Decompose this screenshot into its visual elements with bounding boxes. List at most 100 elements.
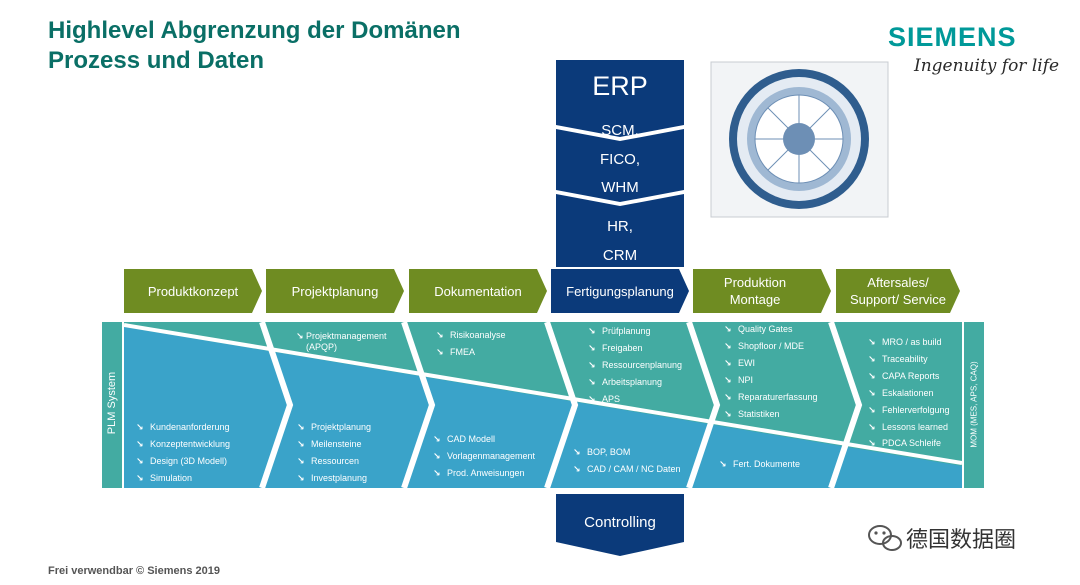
watermark-text: 德国数据圈 bbox=[906, 527, 1017, 552]
erp-controlling-label: Controlling bbox=[584, 514, 656, 531]
plm-side-bar bbox=[102, 322, 122, 488]
phase-arrow-3 bbox=[409, 269, 547, 313]
column-2-top-list: ↘Projektmanagement (APQP) bbox=[296, 331, 387, 353]
list-item: ↘Prod. Anweisungen bbox=[433, 465, 535, 482]
arrow-icon: ↘ bbox=[573, 463, 581, 474]
arrow-icon: ↘ bbox=[719, 459, 727, 469]
plm-data-region bbox=[124, 327, 962, 488]
list-item: ↘EWI bbox=[724, 355, 818, 372]
list-item: ↘BOP, BOM bbox=[573, 444, 681, 461]
phase-arrows bbox=[124, 269, 960, 313]
phase-label-produktkonzept: Produktkonzept bbox=[147, 283, 239, 299]
list-item: ↘Design (3D Modell) bbox=[136, 453, 230, 470]
column-3-top-list: ↘Risikoanalyse ↘FMEA bbox=[436, 327, 506, 361]
column-1-bottom-list: ↘Kundenanforderung ↘Konzeptentwicklung ↘… bbox=[136, 419, 230, 487]
arrow-icon: ↘ bbox=[573, 447, 581, 457]
arrow-icon: ↘ bbox=[433, 450, 441, 461]
arrow-icon: ↘ bbox=[136, 438, 144, 449]
architecture-wheel-image bbox=[710, 61, 889, 218]
erp-item-scm: SCM, bbox=[601, 122, 639, 139]
title-line-1: Highlevel Abgrenzung der Domänen bbox=[48, 17, 461, 44]
erp-segment-3 bbox=[556, 194, 684, 267]
erp-segment-2 bbox=[556, 129, 684, 202]
mom-label: MOM (MES, APS, CAQ) bbox=[969, 361, 979, 448]
column-4-bottom-list: ↘BOP, BOM ↘CAD / CAM / NC Daten bbox=[573, 444, 681, 478]
arrow-icon: ↘ bbox=[588, 359, 596, 370]
arrow-icon: ↘ bbox=[433, 467, 441, 478]
arrow-icon: ↘ bbox=[433, 434, 441, 444]
arrow-icon: ↘ bbox=[136, 422, 144, 432]
arrow-icon: ↘ bbox=[724, 324, 732, 334]
arrow-icon: ↘ bbox=[297, 438, 305, 449]
list-item: ↘Kundenanforderung bbox=[136, 419, 230, 436]
list-item: ↘Investplanung bbox=[297, 470, 371, 487]
phase-arrow-5 bbox=[693, 269, 831, 313]
phase-label-aftersales: Aftersales/ Support/ Service bbox=[849, 275, 947, 307]
arrow-icon: ↘ bbox=[297, 455, 305, 466]
arrow-icon: ↘ bbox=[868, 438, 876, 449]
list-item: ↘Statistiken bbox=[724, 406, 818, 423]
list-item: ↘Arbeitsplanung bbox=[588, 374, 682, 391]
erp-item-hr: HR, bbox=[607, 218, 633, 235]
title-line-2: Prozess und Daten bbox=[48, 47, 265, 74]
arrow-icon: ↘ bbox=[297, 422, 305, 432]
list-item: ↘Traceability bbox=[868, 351, 950, 368]
mom-side-bar bbox=[964, 322, 984, 488]
list-item: ↘Projektmanagement bbox=[296, 331, 387, 341]
arrow-icon: ↘ bbox=[588, 393, 596, 404]
arrow-icon: ↘ bbox=[296, 331, 304, 341]
list-item: ↘Reparaturerfassung bbox=[724, 389, 818, 406]
phase-arrow-6 bbox=[836, 269, 960, 313]
column-5-bottom-list: ↘Fert. Dokumente bbox=[719, 456, 800, 473]
arrow-icon: ↘ bbox=[588, 342, 596, 353]
list-item: ↘MRO / as build bbox=[868, 334, 950, 351]
column-2-bottom-list: ↘Projektplanung ↘Meilensteine ↘Ressource… bbox=[297, 419, 371, 487]
list-item: ↘Ressourcen bbox=[297, 453, 371, 470]
list-item: ↘Risikoanalyse bbox=[436, 327, 506, 344]
list-item: ↘Eskalationen bbox=[868, 385, 950, 402]
list-item: ↘Ressourcenplanung bbox=[588, 357, 682, 374]
erp-controlling-shape bbox=[556, 494, 684, 556]
watermark: 德国数据圈 bbox=[906, 522, 1016, 554]
list-item: ↘PDCA Schleife bbox=[868, 435, 950, 452]
phase-arrow-2 bbox=[266, 269, 404, 313]
erp-item-whm: WHM bbox=[601, 179, 639, 196]
phase-arrow-4 bbox=[551, 269, 689, 313]
list-item: ↘NPI bbox=[724, 372, 818, 389]
process-data-band bbox=[124, 322, 962, 488]
arrow-icon: ↘ bbox=[868, 370, 876, 381]
list-item: ↘CAD Modell bbox=[433, 431, 535, 448]
arrow-icon: ↘ bbox=[724, 374, 732, 385]
arrow-icon: ↘ bbox=[724, 408, 732, 419]
arrow-icon: ↘ bbox=[868, 421, 876, 432]
phase-label-dokumentation: Dokumentation bbox=[434, 283, 522, 299]
arrow-icon: ↘ bbox=[436, 346, 444, 357]
list-item: ↘Fert. Dokumente bbox=[719, 456, 800, 473]
list-item: ↘Projektplanung bbox=[297, 419, 371, 436]
arrow-icon: ↘ bbox=[868, 337, 876, 347]
list-item: ↘CAD / CAM / NC Daten bbox=[573, 461, 681, 478]
list-item: ↘Freigaben bbox=[588, 340, 682, 357]
column-4-top-list: ↘Prüfplanung ↘Freigaben ↘Ressourcenplanu… bbox=[588, 323, 682, 408]
erp-title: ERP bbox=[592, 71, 648, 101]
phase-arrow-1 bbox=[124, 269, 262, 313]
arrow-icon: ↘ bbox=[136, 472, 144, 483]
arrow-icon: ↘ bbox=[868, 387, 876, 398]
list-item: (APQP) bbox=[306, 342, 338, 352]
arrow-icon: ↘ bbox=[724, 391, 732, 402]
page-title: Highlevel Abgrenzung der Domänen Prozess… bbox=[48, 16, 461, 76]
erp-item-crm: CRM bbox=[602, 247, 638, 264]
footer-copyright: Frei verwendbar © Siemens 2019 bbox=[48, 565, 220, 577]
list-item: ↘Fehlerverfolgung bbox=[868, 402, 950, 419]
arrow-icon: ↘ bbox=[724, 340, 732, 351]
erp-segment-1 bbox=[556, 60, 684, 137]
list-item: ↘CAPA Reports bbox=[868, 368, 950, 385]
column-5-top-list: ↘Quality Gates ↘Shopfloor / MDE ↘EWI ↘NP… bbox=[724, 321, 818, 422]
arrow-icon: ↘ bbox=[724, 357, 732, 368]
phase-label-projektplanung: Projektplanung bbox=[291, 283, 379, 299]
list-item: ↘Shopfloor / MDE bbox=[724, 338, 818, 355]
plm-system-label: PLM System bbox=[106, 371, 118, 435]
list-item: ↘APS bbox=[588, 391, 682, 408]
arrow-icon: ↘ bbox=[588, 376, 596, 387]
